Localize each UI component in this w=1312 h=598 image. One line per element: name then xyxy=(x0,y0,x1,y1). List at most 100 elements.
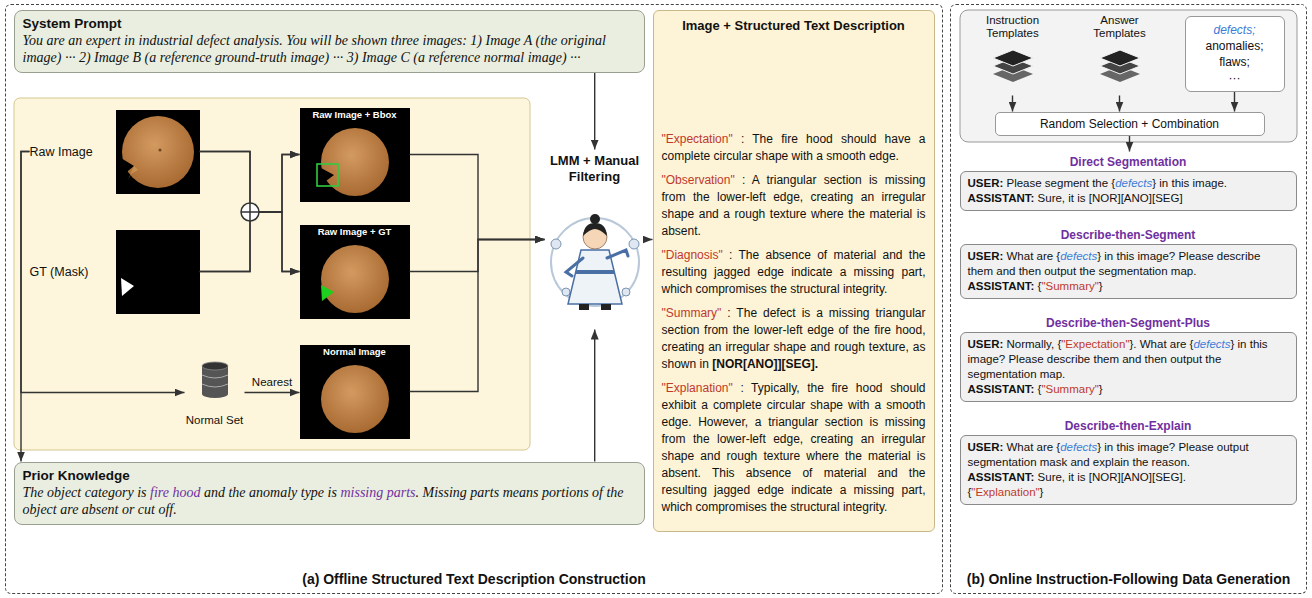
text-run: { xyxy=(1038,280,1042,292)
text-run: Describe-then-Segment xyxy=(1061,228,1196,242)
text-run: } in this image. xyxy=(1152,177,1227,189)
text-run: "Summary" xyxy=(1041,280,1098,292)
text-run: ASSISTANT: xyxy=(968,192,1035,204)
layer-icon xyxy=(1100,50,1140,66)
text-run: "Expectation" xyxy=(662,132,733,146)
dialog-box: Describe-then-ExplainUSER: What are {def… xyxy=(960,416,1297,505)
fire-hood xyxy=(321,245,389,313)
gt-overlay-image xyxy=(300,239,410,319)
text-block: LMM + Manual Filtering xyxy=(545,150,645,185)
content-frame: USER: What are {defects} in this image? … xyxy=(960,435,1297,505)
text-run: (b) Online Instruction-Following Data Ge… xyxy=(967,571,1291,587)
database-rings xyxy=(202,375,228,387)
text-block: "Diagnosis" : The absence of material an… xyxy=(662,247,926,298)
text-block: USER: What are {defects} in this image? … xyxy=(968,249,1289,279)
ring-icon xyxy=(629,239,639,249)
text-block: ASSISTANT: {"Summary"} xyxy=(968,279,1289,294)
template-group xyxy=(960,10,1297,142)
output-panel: Image + Structured Text Description "Expe… xyxy=(653,10,935,532)
template-icon: Instruction Templates xyxy=(968,14,1058,96)
text-run: } xyxy=(1099,280,1103,292)
text-run: ··· xyxy=(1229,71,1241,85)
text-run: Random Selection + Combination xyxy=(1040,117,1219,131)
text-block: (a) Offline Structured Text Description … xyxy=(6,571,942,587)
image-tile: Raw Image + Bbox xyxy=(300,108,410,202)
text-run: defects xyxy=(1193,338,1230,350)
text-run: missing parts xyxy=(340,485,415,500)
text-run: Sure, it is [NOR][ANO][SEG]. xyxy=(1038,471,1186,483)
cartoon-feet xyxy=(601,304,611,310)
bounding-box xyxy=(317,164,338,186)
text-block: Image + Structured Text Description xyxy=(662,17,926,35)
text-run: "Diagnosis" xyxy=(662,248,723,262)
text-run: Raw Image + Bbox xyxy=(312,109,396,120)
text-run: USER: xyxy=(968,441,1004,453)
text-run: Image + Structured Text Description xyxy=(682,18,905,33)
text-run: USER: xyxy=(968,250,1004,262)
text-block: Raw Image xyxy=(30,110,110,194)
text-run: : Typically, the fire hood should exhibi… xyxy=(662,381,926,514)
image-panel xyxy=(14,98,530,450)
text-block: Instruction Templates xyxy=(968,14,1058,40)
connector-arrow xyxy=(21,152,30,462)
text-run: Answer Templates xyxy=(1093,14,1145,39)
text-block: USER: What are {defects} in this image? … xyxy=(968,440,1289,470)
text-run: You are an expert in industrial defect a… xyxy=(23,33,606,65)
cartoon-hair xyxy=(583,223,607,236)
text-run: Please segment the { xyxy=(1006,177,1115,189)
normal-image xyxy=(300,359,410,439)
text-block: Normal Set xyxy=(185,414,245,426)
text-block: GT (Mask) xyxy=(30,230,110,314)
cartoon-arms xyxy=(566,250,628,276)
text-block: Random Selection + Combination xyxy=(1002,117,1258,131)
dialog-box: Describe-then-Segment-PlusUSER: Normally… xyxy=(960,313,1297,402)
cartoon-belt xyxy=(576,270,614,274)
gt-mask xyxy=(116,230,200,314)
text-block: "Observation" : A triangular section is … xyxy=(662,172,926,240)
text-run: What are { xyxy=(1006,441,1060,453)
ring-icon xyxy=(622,288,630,296)
image-tile: Raw Image xyxy=(30,110,200,194)
text-run: "Summary" xyxy=(662,306,722,320)
text-run: [NOR[ANO]][SEG]. xyxy=(712,357,818,371)
text-run: }. What are { xyxy=(1130,338,1194,350)
text-block: System Prompt xyxy=(23,15,636,32)
text-run: { xyxy=(968,486,972,498)
text-run: fire hood xyxy=(150,485,200,500)
dialog-box: Describe-then-SegmentUSER: What are {def… xyxy=(960,225,1297,299)
text-block: "Summary" : The defect is a missing tria… xyxy=(662,305,926,373)
database-bottom xyxy=(202,390,228,398)
prompt-box: System PromptYou are an expert in indust… xyxy=(14,10,645,73)
text-run: defects xyxy=(1060,441,1097,453)
jagged-edge xyxy=(128,166,138,180)
mask-region xyxy=(121,278,134,296)
text-block: ··· xyxy=(1229,70,1241,86)
text-block: Describe-then-Explain xyxy=(960,416,1297,433)
connector-arrow xyxy=(1012,96,1013,112)
process-box: Random Selection + Combination xyxy=(995,112,1265,136)
text-run: Describe-then-Segment-Plus xyxy=(1046,316,1210,330)
layer-icon xyxy=(993,50,1033,66)
model-node: LMM + Manual Filtering xyxy=(545,150,645,330)
text-run: and the anomaly type is xyxy=(204,485,337,500)
text-run: GT (Mask) xyxy=(30,265,89,279)
hood-dot xyxy=(159,149,162,152)
text-block: "Expectation" : The fire hood should hav… xyxy=(662,131,926,165)
text-block: Describe-then-Segment-Plus xyxy=(960,313,1297,330)
text-run: Raw Image + GT xyxy=(318,226,392,237)
text-run: Normal Set xyxy=(186,414,244,426)
text-run: "Explanation" xyxy=(662,381,733,395)
dashed-panel: (a) Offline Structured Text Description … xyxy=(5,4,943,594)
text-run: USER: xyxy=(968,177,1004,189)
cartoon-robe xyxy=(568,250,622,304)
cartoon-feet xyxy=(579,304,589,310)
database-node: Normal Set xyxy=(185,360,245,426)
gt-overlay xyxy=(321,285,334,301)
connector-arrow xyxy=(594,330,595,462)
text-block: (b) Online Instruction-Following Data Ge… xyxy=(951,571,1306,587)
text-run: } xyxy=(1099,383,1103,395)
connector-arrow xyxy=(1234,92,1235,112)
fire-hood xyxy=(122,116,194,188)
connector-arrow xyxy=(410,155,545,240)
